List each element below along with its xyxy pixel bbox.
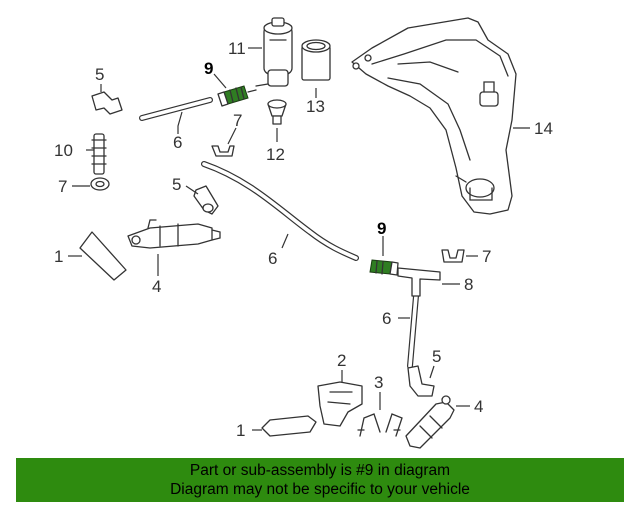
callout-7-left: 7 bbox=[58, 177, 67, 196]
check-valve-lower bbox=[369, 259, 399, 276]
callout-9-upper: 9 bbox=[204, 59, 213, 78]
hose-clip-center bbox=[211, 145, 235, 157]
washer-pump bbox=[255, 17, 293, 87]
parts-diagram: 11 13 12 14 5 10 7 6 7 5 1 4 6 7 8 6 5 2… bbox=[54, 17, 553, 449]
callout-2: 2 bbox=[337, 351, 346, 370]
callout-7-right: 7 bbox=[482, 247, 491, 266]
notice-line-part-number: Part or sub-assembly is #9 in diagram bbox=[189, 462, 451, 479]
washer-reservoir bbox=[351, 17, 517, 215]
callout-labels: 11 13 12 14 5 10 7 6 7 5 1 4 6 7 8 6 5 2… bbox=[54, 39, 553, 440]
hose-upper bbox=[139, 97, 213, 121]
callout-1-left: 1 bbox=[54, 247, 63, 266]
callout-7-center: 7 bbox=[233, 111, 242, 130]
spring-clip bbox=[357, 413, 403, 437]
elbow-connector-upper bbox=[91, 91, 123, 115]
callout-8: 8 bbox=[464, 275, 473, 294]
nozzle-cover-left bbox=[79, 231, 127, 281]
check-valve-upper bbox=[217, 85, 257, 107]
callout-6-middle: 6 bbox=[268, 249, 277, 268]
pump-grommet bbox=[301, 39, 331, 81]
nozzle-cover-lower bbox=[261, 415, 317, 437]
elbow-connector-lower bbox=[407, 365, 435, 397]
hose-clip-left bbox=[90, 177, 110, 191]
hose-clip-right bbox=[441, 249, 465, 263]
elbow-connector-center bbox=[193, 185, 219, 215]
callout-5-center: 5 bbox=[172, 175, 181, 194]
callout-6-lower: 6 bbox=[382, 309, 391, 328]
t-connector bbox=[397, 267, 441, 297]
callout-6-upper: 6 bbox=[173, 133, 182, 152]
callout-10: 10 bbox=[54, 141, 73, 160]
leader-lines bbox=[68, 47, 530, 431]
hose-lower bbox=[407, 293, 419, 369]
hose-long bbox=[201, 161, 359, 261]
callout-4-left: 4 bbox=[152, 277, 161, 296]
callout-3: 3 bbox=[374, 373, 383, 392]
notice-line-disclaimer: Diagram may not be specific to your vehi… bbox=[170, 481, 470, 498]
callout-4-lower: 4 bbox=[474, 397, 483, 416]
nozzle-bracket bbox=[317, 381, 363, 427]
callout-11: 11 bbox=[228, 39, 246, 58]
callout-9-lower: 9 bbox=[377, 219, 386, 238]
callout-14: 14 bbox=[534, 119, 553, 138]
callout-12: 12 bbox=[266, 145, 285, 164]
callout-1-lower: 1 bbox=[236, 421, 245, 440]
callout-13: 13 bbox=[306, 97, 325, 116]
hose-fitting-stack bbox=[91, 133, 107, 175]
filter bbox=[267, 99, 287, 125]
callout-5-lower: 5 bbox=[432, 347, 441, 366]
callout-5-upper: 5 bbox=[95, 65, 104, 84]
washer-nozzle-right bbox=[405, 395, 455, 449]
washer-nozzle-left bbox=[127, 219, 221, 249]
diagram-notice-banner: Part or sub-assembly is #9 in diagram Di… bbox=[16, 458, 624, 502]
